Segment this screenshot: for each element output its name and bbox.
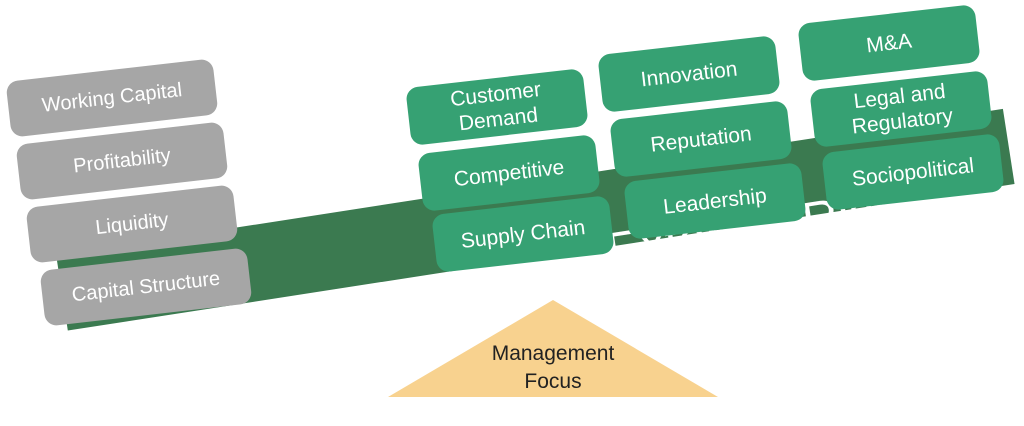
- external-risk-box: M&A: [797, 4, 981, 82]
- financial-risk-box-label: Capital Structure: [70, 267, 222, 306]
- external-risk-line1: Innovation: [639, 57, 739, 91]
- external-risk-line1: Reputation: [649, 121, 753, 157]
- financial-risk-box-label: Working Capital: [40, 78, 184, 117]
- financial-risk-box-label: Profitability: [72, 144, 172, 177]
- financial-risk-box-label: Liquidity: [94, 208, 170, 239]
- external-risk-line1: Competitive: [452, 155, 566, 191]
- external-risk-line1: Sociopolitical: [850, 153, 976, 191]
- fulcrum-label-line2: Focus: [524, 370, 582, 393]
- external-risk-box: Innovation: [597, 35, 781, 113]
- external-risk-line1: Leadership: [662, 183, 768, 219]
- fulcrum-label-line1: Management: [491, 342, 615, 365]
- external-risk-line1: Supply Chain: [459, 215, 587, 253]
- fulcrum-label: Management Focus: [388, 340, 718, 396]
- external-risk-line1: M&A: [865, 28, 913, 58]
